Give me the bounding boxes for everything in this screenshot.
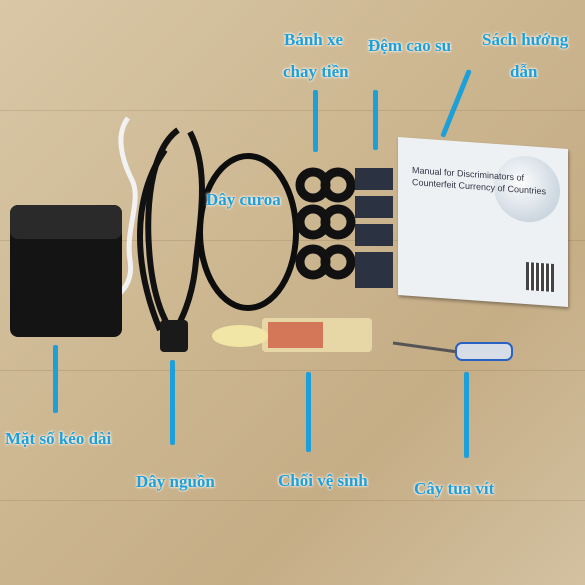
- qr-code: [526, 262, 554, 292]
- label-brush: Chổi vệ sinh: [278, 471, 368, 490]
- label-display: Mặt số kéo dài: [5, 429, 112, 448]
- pointer-screwdriver: [464, 372, 469, 458]
- power-cord: [137, 127, 205, 347]
- label-screwdriver: Cây tua vít: [414, 479, 495, 498]
- label-wheels-line2: chay tiền: [283, 62, 349, 81]
- display-box: [10, 205, 122, 337]
- cleaning-brush: [212, 318, 372, 352]
- pointer-wheels: [313, 90, 318, 152]
- screwdriver: [392, 341, 513, 361]
- label-rubber: Đệm cao su: [368, 36, 452, 55]
- phone-cable: [110, 116, 138, 302]
- label-belt: Dây curoa: [206, 190, 281, 209]
- rubber-pads: [355, 168, 393, 288]
- pointer-rubber: [373, 90, 378, 150]
- label-power-cord: Dây nguồn: [136, 472, 215, 491]
- pointer-brush: [306, 372, 311, 452]
- manual-booklet: Manual for Discriminators of Counterfeit…: [398, 137, 568, 307]
- label-wheels-line1: Bánh xe: [284, 30, 344, 49]
- power-plug: [160, 320, 188, 352]
- belt-ring: [197, 153, 299, 311]
- label-manual-line1: Sách hướng: [482, 30, 569, 49]
- wheel-rings: [295, 167, 356, 280]
- label-manual-line2: dẫn: [510, 62, 538, 81]
- pointer-power-cord: [170, 360, 175, 445]
- pointer-display: [53, 345, 58, 413]
